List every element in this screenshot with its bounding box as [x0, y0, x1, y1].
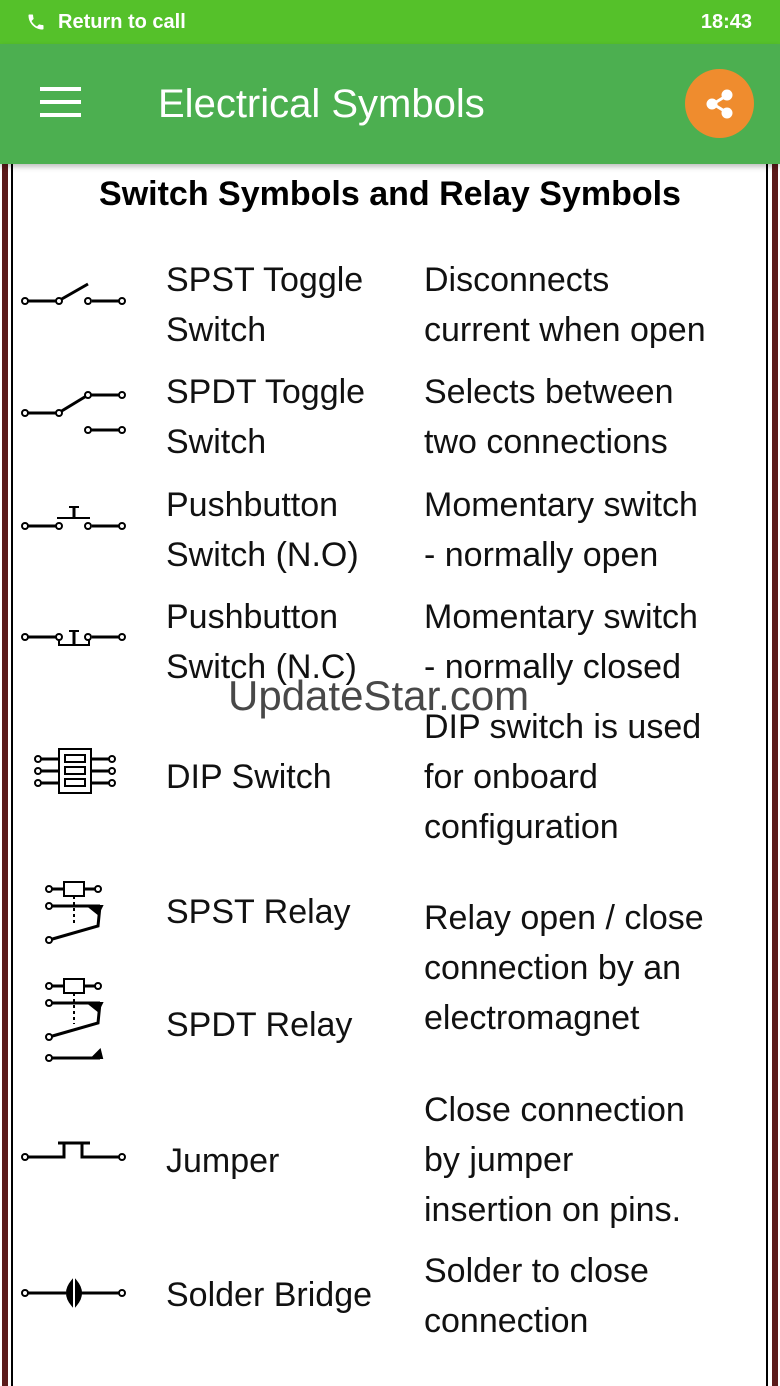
symbol-description: Close connection by jumper insertion on …: [424, 1091, 685, 1229]
jumper-icon: [21, 1141, 126, 1161]
app-title: Electrical Symbols: [158, 82, 485, 126]
right-border: [772, 0, 778, 1386]
symbol-name: Solder Bridge: [166, 1276, 373, 1314]
left-border-inner: [11, 0, 13, 1386]
symbol-description: Selects between two connections: [424, 373, 674, 461]
symbol-name: SPDT Relay: [166, 1006, 353, 1044]
symbol-description: Disconnects current when open: [424, 261, 706, 349]
phone-icon[interactable]: [26, 11, 46, 33]
symbol-name: Pushbutton Switch (N.O): [166, 486, 359, 574]
symbol-description: Momentary switch - normally open: [424, 486, 698, 574]
symbol-name: Jumper: [166, 1142, 280, 1180]
solder-bridge-icon: [21, 1278, 126, 1308]
symbol-description: Solder to close connection: [424, 1252, 649, 1340]
symbol-description: DIP switch is used for onboard configura…: [424, 708, 702, 846]
section-heading: Switch Symbols and Relay Symbols: [99, 175, 681, 213]
spdt-switch-icon: [21, 391, 126, 434]
share-icon: [706, 89, 733, 119]
pushbutton-nc-icon: [21, 630, 126, 646]
symbol-description: Relay open / close connection by an elec…: [424, 899, 704, 1037]
left-border: [2, 0, 8, 1386]
symbol-name: SPST Toggle Switch: [166, 261, 364, 349]
watermark: UpdateStar.com: [228, 672, 530, 719]
share-button[interactable]: [685, 69, 754, 138]
hamburger-icon[interactable]: [40, 87, 81, 119]
spst-switch-icon: [21, 282, 126, 305]
clock: 18:43: [700, 11, 752, 33]
pushbutton-no-icon: [21, 506, 126, 530]
symbol-name: DIP Switch: [166, 758, 332, 796]
app-bar: Electrical Symbols: [0, 44, 780, 164]
symbol-description: Momentary switch - normally closed: [424, 598, 698, 686]
spst-relay-icon: [45, 881, 104, 944]
dip-switch-icon: [34, 748, 116, 794]
right-border-inner: [766, 0, 768, 1386]
symbol-name: SPST Relay: [166, 893, 351, 931]
spdt-relay-icon: [45, 978, 104, 1062]
status-bar: Return to call 18:43: [0, 0, 780, 44]
return-to-call-link[interactable]: Return to call: [58, 11, 186, 33]
symbol-name: Pushbutton Switch (N.C): [166, 598, 357, 686]
symbol-name: SPDT Toggle Switch: [166, 373, 366, 461]
